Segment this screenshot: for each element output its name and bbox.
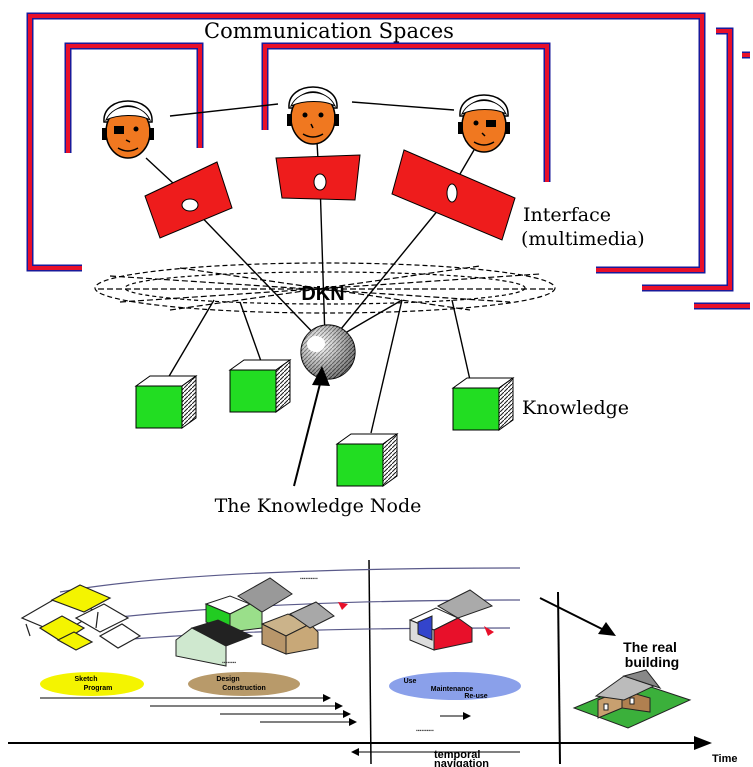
phase-design-label-2: Construction [222, 685, 266, 692]
phase-use-label-3: Re-use [464, 693, 487, 700]
phase-design-ellipse [188, 672, 300, 696]
knowledge-box-4 [451, 377, 515, 431]
sketch-model [20, 584, 142, 651]
use-model [408, 589, 494, 651]
person-avatar-middle [287, 86, 339, 145]
real-building-pointer [539, 597, 605, 631]
knowledge-node-sphere [300, 324, 356, 380]
real-building-model [572, 669, 692, 729]
dkn-network-ring [94, 262, 556, 314]
interface-screen-right [391, 149, 516, 241]
phase-sketch-label: Sketch [75, 676, 98, 683]
person-avatar-right [458, 94, 510, 153]
phase-use-label-2: Maintenance [431, 686, 474, 693]
credit-annotation: ▪▪▪▪▪▪▪▪▪▪ [416, 728, 434, 734]
real-building-label-2: building [625, 654, 679, 670]
design-model-brown [260, 601, 335, 655]
dkn-label: DKN [301, 283, 344, 305]
knowledge-node-arrow [293, 366, 330, 487]
knowledge-label: Knowledge [522, 397, 629, 419]
person-avatar-left [102, 100, 154, 159]
phase-divider [368, 559, 372, 765]
stacked-space-frame-2 [642, 27, 734, 292]
interface-screen-left [144, 161, 233, 239]
phase-sketch-label-2: Program [84, 685, 113, 692]
timeline-panel: Time temporal navigation [8, 559, 737, 767]
temporal-navigation-label-2: navigation [434, 758, 489, 767]
design-model-hatched [175, 619, 254, 667]
real-building-divider [557, 591, 561, 765]
knowledge-node-label: The Knowledge Node [215, 495, 422, 517]
interface-screen-middle [275, 154, 361, 201]
phase-sketch-ellipse [40, 672, 144, 696]
interface-multimedia-label: (multimedia) [521, 228, 645, 250]
design-marker [338, 602, 348, 610]
phase-use-ellipse [389, 672, 521, 700]
knowledge-box-1 [134, 375, 198, 429]
use-marker [484, 626, 494, 636]
communication-space-frames [26, 12, 750, 310]
interface-label: Interface [523, 204, 611, 226]
communication-spaces-title: Communication Spaces [204, 19, 454, 43]
timeline-annotation-2: ▪▪▪▪▪▪▪▪ [222, 660, 236, 666]
phase-design-label: Design [216, 676, 239, 683]
knowledge-box-2 [228, 359, 292, 413]
timeline-annotation-1: ▪▪▪▪▪▪▪▪▪▪ [300, 576, 318, 582]
real-building-label: The real [623, 639, 677, 655]
time-axis-label: Time [712, 753, 737, 765]
knowledge-box-3 [335, 433, 399, 487]
phase-use-label: Use [404, 678, 417, 685]
connector-lines [145, 101, 475, 434]
temporal-navigation-label: temporal [434, 749, 480, 761]
